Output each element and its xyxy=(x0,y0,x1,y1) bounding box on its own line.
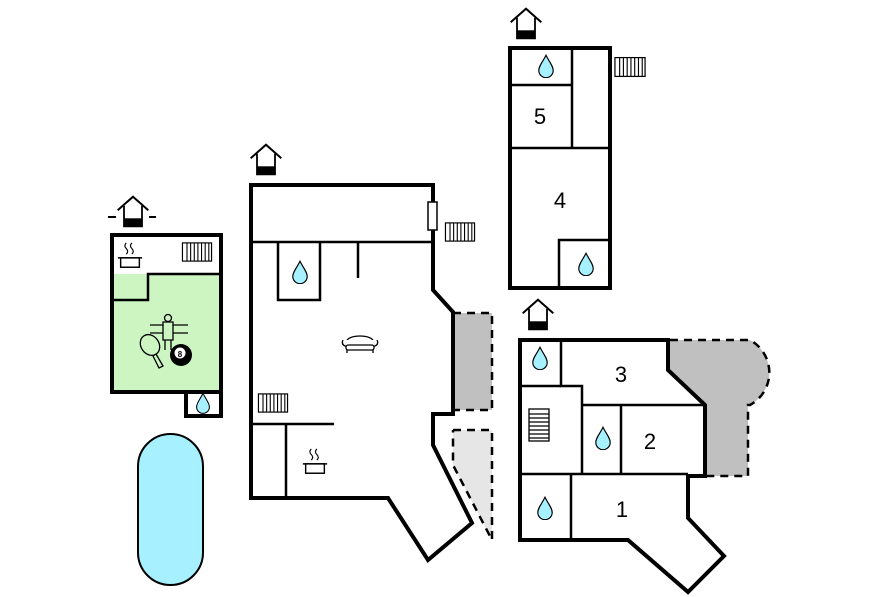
entrance-marker-game-room xyxy=(108,195,156,228)
lower-building: 3 2 1 xyxy=(518,298,771,595)
water-drop-icon xyxy=(538,54,554,78)
room-1-label: 1 xyxy=(616,497,628,522)
table-tennis-icon xyxy=(139,333,164,369)
room-2-label: 2 xyxy=(644,429,656,454)
main-building xyxy=(249,143,494,563)
stairs-icon xyxy=(444,222,476,242)
entrance-marker-lower xyxy=(521,298,555,331)
sofa-icon xyxy=(341,335,379,354)
stairs-icon xyxy=(257,393,289,413)
entrance-marker-main xyxy=(249,143,283,176)
billiard-ball-icon: 8 xyxy=(170,344,192,366)
room-4-label: 4 xyxy=(554,188,566,213)
table-football-icon xyxy=(150,313,188,350)
swimming-pool xyxy=(137,433,204,586)
entrance-marker-upper xyxy=(509,7,543,40)
billiard-ball-number: 8 xyxy=(178,350,183,359)
room-5-label: 5 xyxy=(534,104,546,129)
water-drop-icon xyxy=(537,496,553,520)
cooking-pot-icon xyxy=(302,448,328,474)
water-drop-icon xyxy=(532,346,548,370)
house-entrance-icon xyxy=(521,298,555,331)
house-entrance-icon xyxy=(249,143,283,176)
water-drop-icon xyxy=(196,392,210,414)
water-drop-icon xyxy=(292,260,308,284)
terrace-light xyxy=(453,430,492,540)
water-drop-icon xyxy=(595,426,611,450)
water-drop-icon xyxy=(578,252,594,276)
stairs-icon xyxy=(528,408,550,442)
stairs-icon xyxy=(181,242,213,262)
upper-building: 5 4 xyxy=(508,7,646,290)
game-room-building: 8 xyxy=(108,195,223,418)
stairs-icon xyxy=(614,56,646,78)
house-entrance-icon xyxy=(509,7,543,40)
house-entrance-icon xyxy=(116,195,150,228)
cooking-pot-icon xyxy=(117,242,143,268)
room-3-label: 3 xyxy=(615,362,627,387)
terrace xyxy=(670,340,770,476)
terrace xyxy=(453,313,492,410)
